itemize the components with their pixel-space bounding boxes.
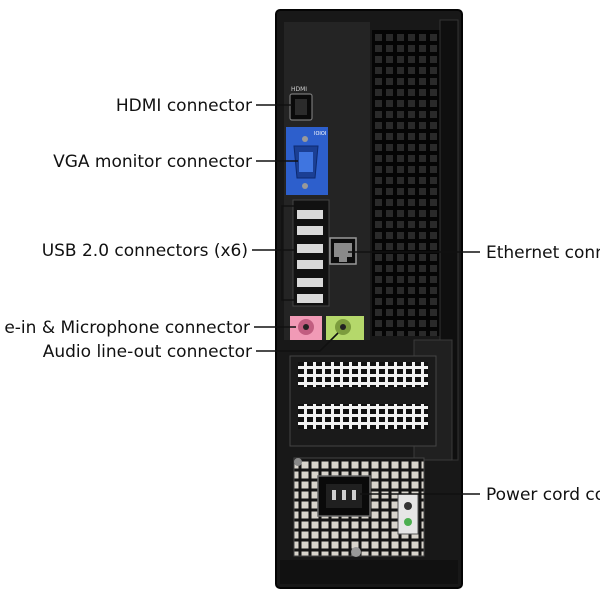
expansion-slots — [289, 355, 437, 447]
vga-connector-label: VGA monitor connector — [53, 152, 252, 172]
usb-leader-line — [252, 205, 296, 301]
audio-jacks[interactable] — [290, 316, 364, 340]
hdmi-port-mark: HDMI — [291, 86, 307, 93]
line-in-microphone-label: e-in & Microphone connector — [4, 318, 250, 338]
power-cord-socket[interactable] — [317, 475, 371, 517]
ethernet-port[interactable] — [329, 237, 357, 265]
vga-port-mark: IOIOI — [314, 131, 326, 137]
ethernet-connector-label: Ethernet conn — [486, 243, 600, 263]
usb-connectors-label: USB 2.0 connectors (x6) — [42, 241, 248, 261]
hdmi-connector-label: HDMI connector — [116, 96, 252, 116]
hdmi-port[interactable]: HDMI — [289, 86, 313, 121]
power-cord-connector-label: Power cord co — [486, 485, 600, 505]
line-out-leader-line — [256, 332, 339, 352]
usb-ports[interactable] — [292, 199, 330, 307]
psu-test-indicator — [397, 493, 419, 535]
callout-labels: HDMI connector VGA monitor connector USB… — [4, 96, 600, 505]
leader-lines — [252, 104, 480, 495]
audio-line-out-label: Audio line-out connector — [43, 342, 252, 362]
